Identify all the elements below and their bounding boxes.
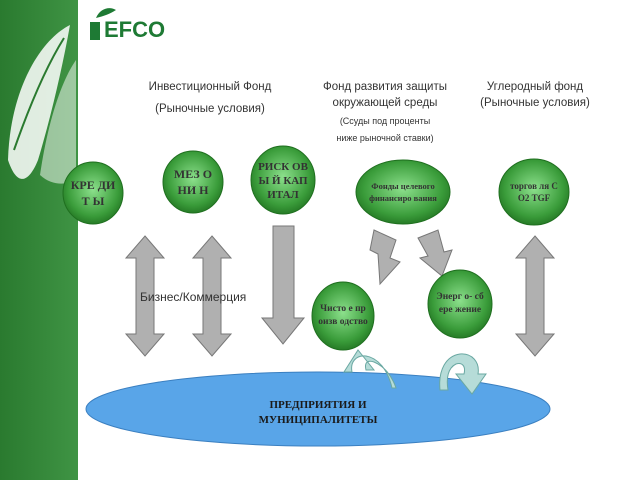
enterprises-label-2: МУНИЦИПАЛИТЕТЫ [258,414,378,426]
node-mezzanine-label: МЕЗ ОНИ Н [173,167,213,197]
node-energy-saving-label: Энерг о- сбере жение [436,292,484,315]
environment-fund-note-2: ниже рыночной ставки) [336,133,434,143]
node-co2-shape [498,158,570,226]
node-credits-shape [62,161,124,225]
node-target-funding-label: Фонды целевого финансиро вания [369,181,437,203]
diagonal-arrow-left [369,229,401,286]
logo-text: EFCO [104,17,166,42]
curl-arrow-right [439,353,487,395]
carbon-fund-subtitle: (Рыночные условия) [480,97,590,109]
carbon-fund-title: Углеродный фонд [486,81,584,93]
node-target-funding-shape [355,159,451,225]
down-arrow-venture [260,225,306,345]
double-arrow-carbon [514,235,556,357]
curl-arrow-left [343,349,397,389]
investment-fund-subtitle: (Рыночные условия) [155,103,265,115]
node-clean-production-label: Чисто е произв одство [318,304,368,327]
enterprises-ellipse [85,371,551,447]
environment-fund-title: Фонд развития защиты [322,81,448,93]
investment-fund-title: Инвестиционный Фонд [148,81,272,93]
node-energy-saving-shape [427,269,493,339]
left-green-bar [0,0,78,480]
enterprises-label-1: ПРЕДПРИЯТИЯ И [269,399,367,411]
node-clean-production-shape [311,281,375,351]
nefco-logo-mark [90,8,116,40]
diagonal-arrow-right [417,229,453,277]
double-arrow-mezzanine [191,235,233,357]
node-mezzanine-shape [162,150,224,214]
environment-fund-note-1: (Ссуды под проценты [339,116,431,126]
node-credits-label: КРЕ ДИТ Ы [70,178,116,208]
node-venture-shape [250,145,316,215]
double-arrow-credits [124,235,166,357]
environment-fund-title-2: окружающей среды [332,97,438,109]
node-co2-label: торгов ля СО2 TGF [510,181,558,203]
business-commerce-label: Бизнес/Коммерция [140,290,247,304]
node-venture-label: РИСК ОВЫ Й КАП ИТАЛ [258,161,308,201]
